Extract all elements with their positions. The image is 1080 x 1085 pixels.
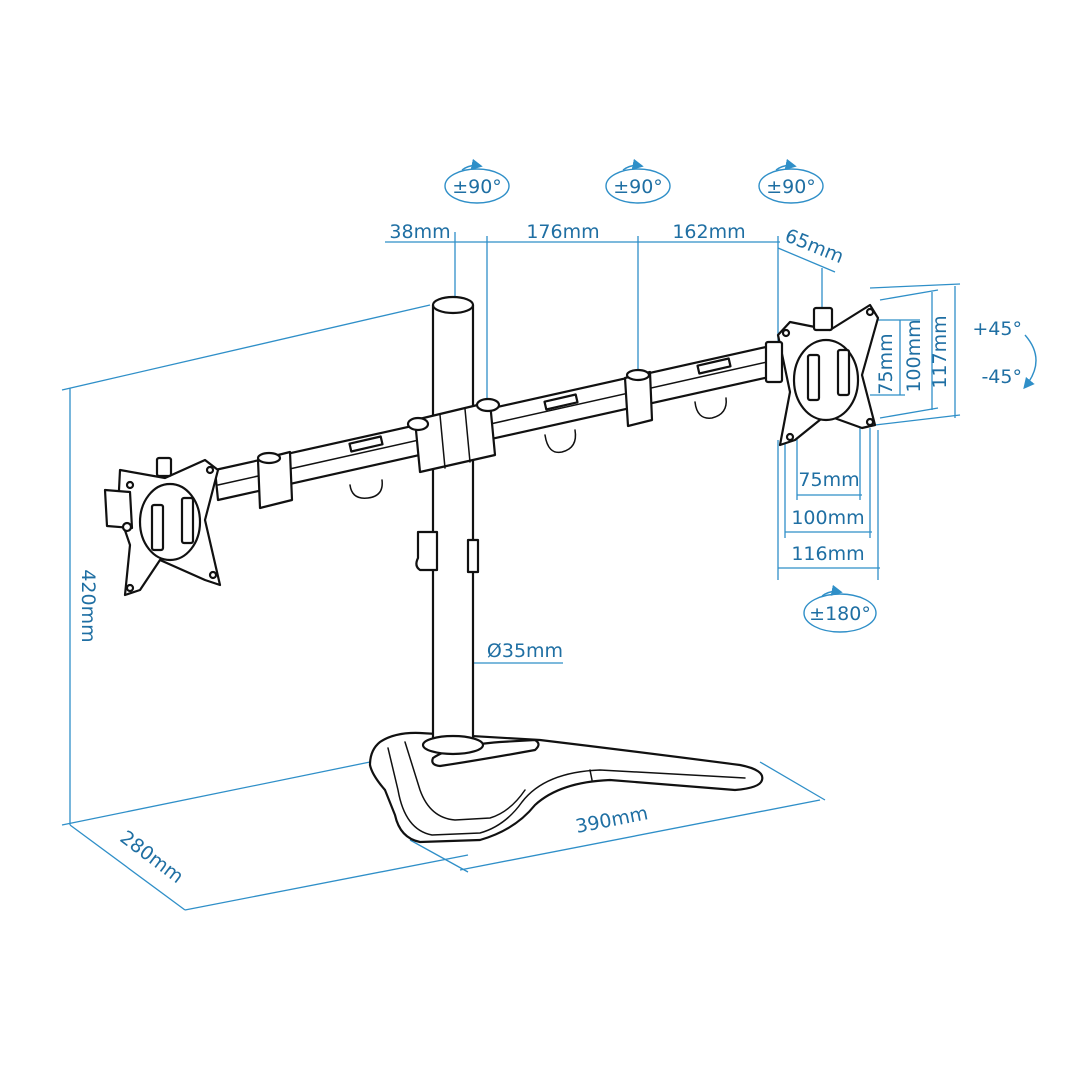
arms [213, 343, 780, 510]
left-vesa-plate [103, 456, 222, 597]
vesa-v-medium-bottom [879, 407, 939, 419]
dimension-lines [61, 232, 961, 911]
height-top-extension [61, 304, 431, 391]
vesa-v-plate-label: 117mm [929, 315, 951, 388]
height-bottom-extension [61, 761, 371, 826]
pole-offset-label: 38mm [389, 221, 450, 243]
arm-segment-2-label: 162mm [672, 221, 745, 243]
depth-dimension-line [69, 824, 186, 911]
base-width-extension [759, 761, 826, 801]
tilt-arc [1023, 334, 1037, 390]
overall-height-label: 420mm [77, 569, 99, 642]
bracket-depth-label: 65mm [782, 225, 847, 268]
tilt-left-label: ±90° [452, 176, 502, 198]
rotation-arrow-right [775, 158, 797, 171]
pole [415, 295, 485, 756]
base-width-dimension-line [459, 799, 821, 871]
swivel-label: ±180° [809, 603, 871, 625]
vesa-v-medium-top [879, 289, 939, 301]
rotation-arrow-left [461, 158, 483, 171]
vesa-h-plate-label: 116mm [791, 543, 864, 565]
bracket-depth-line [777, 247, 836, 273]
rotation-arrow-center [622, 158, 644, 171]
swivel-arrow [821, 584, 843, 597]
right-vesa-plate [764, 303, 880, 447]
rotation-indicators [444, 158, 1037, 633]
base-width-extension-left [409, 839, 469, 873]
vesa-v-plate-top [869, 283, 961, 289]
depth-extension [184, 854, 469, 911]
vesa-h-small-label: 75mm [798, 469, 859, 491]
vesa-h-medium-label: 100mm [791, 507, 864, 529]
pole-diameter-label: Ø35mm [487, 640, 563, 662]
tilt-up-label: +45° [972, 318, 1022, 340]
tilt-right-label: ±90° [766, 176, 816, 198]
tilt-center-label: ±90° [613, 176, 663, 198]
base-width-label: 390mm [574, 802, 650, 838]
overall-depth-label: 280mm [116, 826, 188, 888]
vesa-v-plate-bottom [874, 414, 961, 426]
arm-segment-1-label: 176mm [526, 221, 599, 243]
vesa-v-medium-label: 100mm [903, 319, 925, 392]
vesa-v-small-label: 75mm [875, 333, 897, 394]
tilt-down-label: -45° [981, 366, 1022, 388]
